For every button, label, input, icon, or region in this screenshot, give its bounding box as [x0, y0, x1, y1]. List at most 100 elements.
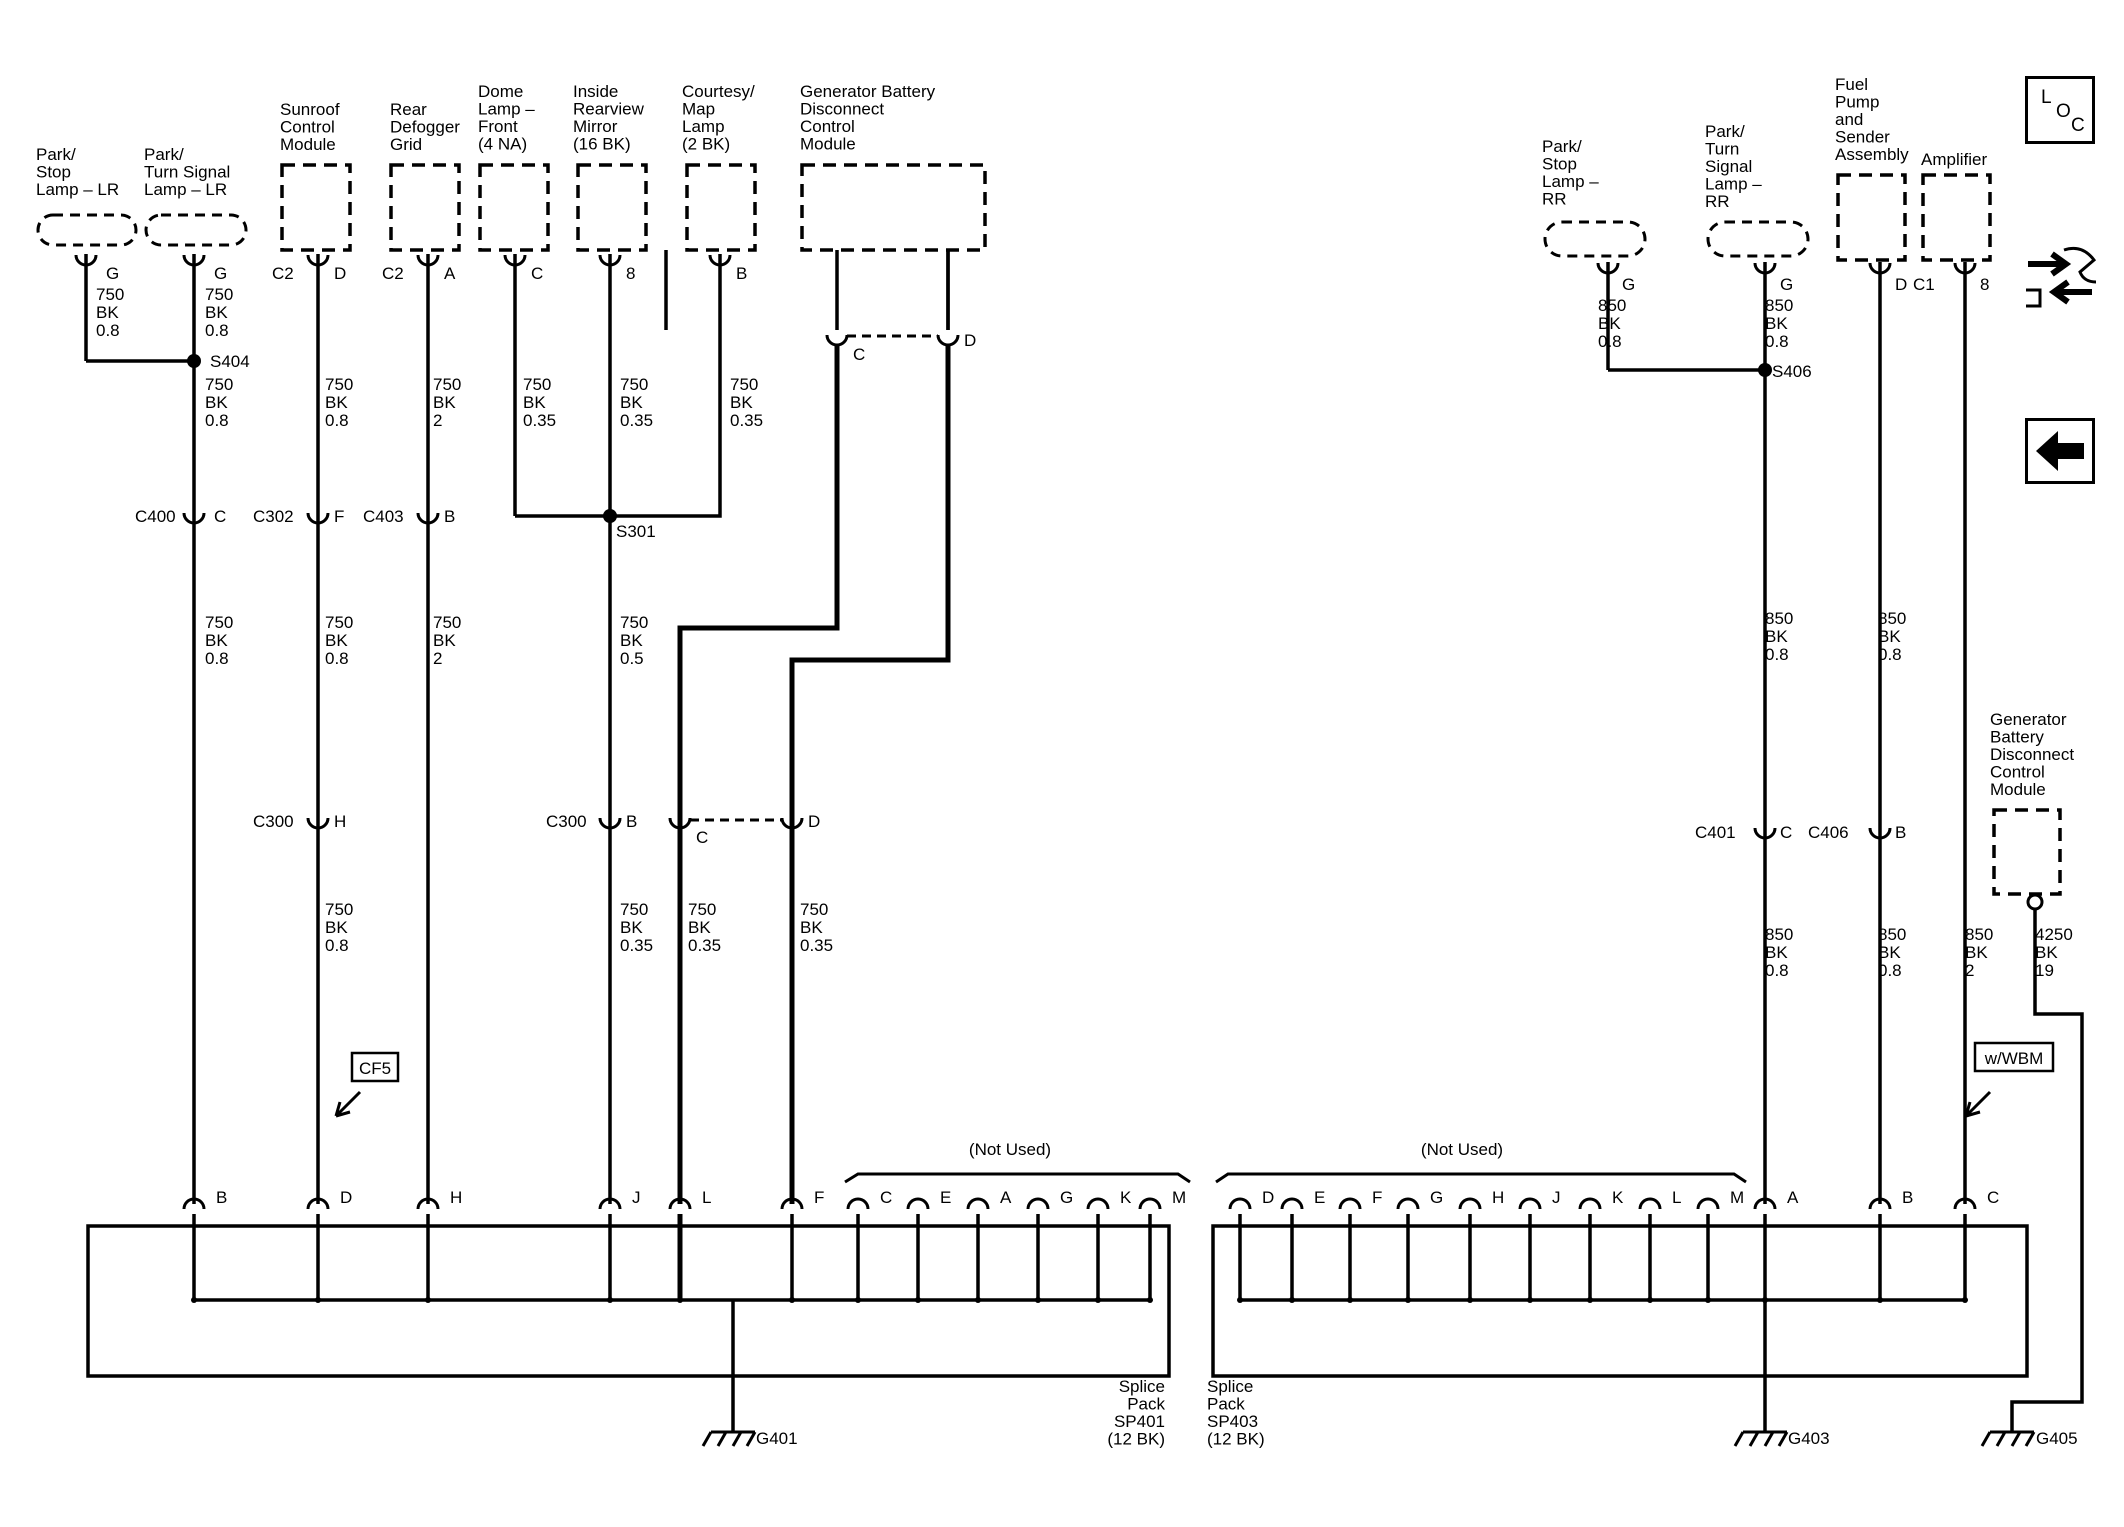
ground-g405: [1980, 1430, 2036, 1447]
splice-pack-pin: [416, 1197, 440, 1210]
option-tag-label: w/WBM: [1984, 1049, 2044, 1068]
label: C2: [382, 264, 404, 283]
splice-pack-pin: [1086, 1197, 1110, 1210]
ground-label: G403: [1788, 1429, 1830, 1448]
pack-pin-letter: G: [1060, 1188, 1073, 1207]
label: H: [334, 812, 346, 831]
inline-connector-terminal: [598, 817, 622, 830]
wire-label: BK: [325, 918, 348, 937]
inline-connector-terminal: [1868, 827, 1892, 840]
wire-label: 750: [523, 375, 551, 394]
label: B: [444, 507, 455, 526]
component-pin-terminal: [598, 254, 622, 267]
wire-label: BK: [800, 918, 823, 937]
component-pin-terminal: [1953, 262, 1977, 275]
gbdm-pin-terminal: [825, 334, 849, 347]
wire-label: BK: [325, 393, 348, 412]
wire-label: 750: [205, 285, 233, 304]
loc-button[interactable]: L O C: [2025, 76, 2095, 144]
connector-swap-icon[interactable]: [2020, 242, 2100, 318]
label: C: [531, 264, 543, 283]
pack-pin-letter: M: [1172, 1188, 1186, 1207]
splice-pack-tap: [191, 1297, 197, 1303]
splice-pack-tap: [1289, 1297, 1295, 1303]
label: Dome: [478, 82, 523, 101]
back-button[interactable]: [2025, 418, 2095, 484]
splice-pack-pin: [1026, 1197, 1050, 1210]
label: D: [334, 264, 346, 283]
splice-pack-tap: [607, 1297, 613, 1303]
splice-pack-pin: [182, 1197, 206, 1210]
label: C2: [272, 264, 294, 283]
splice-pack-pin: [1753, 1197, 1777, 1210]
pack-pin-letter: D: [1262, 1188, 1274, 1207]
label: Courtesy/: [682, 82, 755, 101]
splice-pack-pin: [1138, 1197, 1162, 1210]
inline-connector-terminal: [780, 817, 804, 830]
splice-pack-label: SP403: [1207, 1412, 1258, 1431]
pack-pin-letter: C: [1987, 1188, 1999, 1207]
wire-label: 850: [1965, 925, 1993, 944]
wire-label: BK: [1878, 943, 1901, 962]
wire-label: 750: [325, 375, 353, 394]
label: C: [853, 345, 865, 364]
wire-label: BK: [1598, 314, 1621, 333]
arrow-icon: [1964, 1090, 1992, 1118]
inline-connector-terminal: [668, 817, 692, 830]
splice-pack-label: SP401: [1114, 1412, 1165, 1431]
label: Fuel: [1835, 75, 1868, 94]
splice-pack-pin: [1338, 1197, 1362, 1210]
splice-pack-tap: [1237, 1297, 1243, 1303]
loc-letter-c: C: [2071, 115, 2085, 136]
wires: [84, 250, 2084, 1432]
splice-pack-pin: [1578, 1197, 1602, 1210]
pack-pin-letter: C: [880, 1188, 892, 1207]
not-used-bracket: [844, 1172, 1191, 1184]
splice-pack-label: Pack: [1207, 1395, 1245, 1414]
park-stop-lamp-rr: [1543, 220, 1647, 258]
pack-pin-letter: H: [1492, 1188, 1504, 1207]
component-pin-terminal: [1596, 262, 1620, 275]
wire-label: 850: [1878, 925, 1906, 944]
label: Stop: [1542, 155, 1577, 174]
component-pin-terminal: [306, 254, 330, 267]
wire-label: 0.35: [800, 936, 833, 955]
wire-label: BK: [730, 393, 753, 412]
pack-pin-letter: D: [340, 1188, 352, 1207]
component-pin-terminal: [1868, 262, 1892, 275]
label: B: [626, 812, 637, 831]
splice-pack-tap: [1762, 1297, 1768, 1303]
label: S404: [210, 352, 250, 371]
inline-connector-terminal: [306, 817, 330, 830]
label: Lamp –: [478, 100, 535, 119]
wire: [789, 346, 951, 1204]
pack-pin-letter: G: [1430, 1188, 1443, 1207]
components-and-connectors: [36, 163, 2062, 1447]
label: D: [964, 331, 976, 350]
splice-pack-tap: [677, 1297, 683, 1303]
component-pin-terminal: [74, 254, 98, 267]
splice-pack-tap: [975, 1297, 981, 1303]
label: Lamp – LR: [144, 180, 227, 199]
label: D: [808, 812, 820, 831]
label: Control: [1990, 763, 2045, 782]
wire-label: 2: [433, 649, 442, 668]
label: Control: [280, 118, 335, 137]
label: Defogger: [390, 118, 460, 137]
label: Battery: [1990, 728, 2044, 747]
splice-pack-tap: [789, 1297, 795, 1303]
label: RR: [1705, 192, 1730, 211]
label: B: [1895, 823, 1906, 842]
component-pin-terminal: [416, 254, 440, 267]
wire-label: 750: [730, 375, 758, 394]
label: Grid: [390, 135, 422, 154]
splice-pack-label: (12 BK): [1207, 1430, 1265, 1449]
component-pin-terminal: [708, 254, 732, 267]
label: C: [214, 507, 226, 526]
splice-pack-sp401: [86, 1224, 1171, 1378]
splice-s404: [187, 354, 201, 368]
wire-label: 0.8: [1878, 645, 1902, 664]
label: C: [1780, 823, 1792, 842]
wire-label: BK: [205, 631, 228, 650]
